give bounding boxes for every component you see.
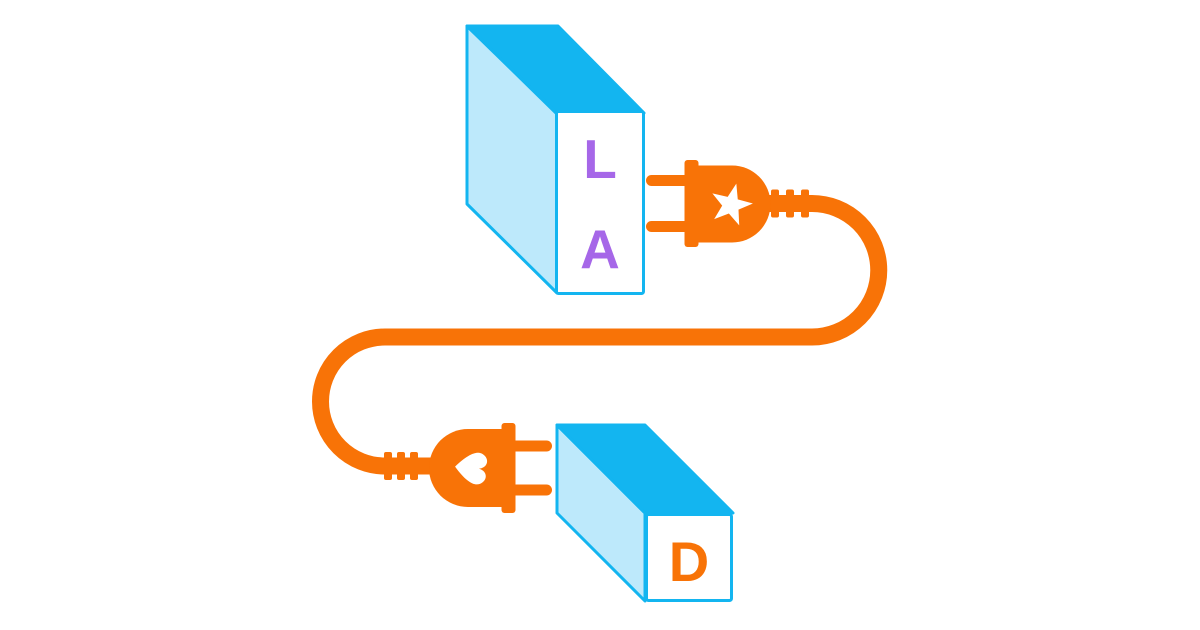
heart-icon — [455, 452, 488, 485]
plug-prong — [508, 440, 552, 452]
cable-rib — [384, 452, 392, 480]
cable-rib — [786, 189, 794, 218]
box-la: L A — [465, 24, 646, 295]
letter-d: D — [669, 530, 709, 593]
cable-rib — [397, 452, 405, 480]
plug-flange — [501, 423, 516, 513]
star-icon — [712, 183, 753, 226]
box-d-top-face — [555, 423, 735, 515]
plug-heart — [384, 423, 552, 513]
plug-prong — [646, 221, 690, 232]
box-d: D — [555, 423, 735, 603]
cable-rib — [801, 189, 809, 218]
plug-star — [646, 160, 809, 247]
plug-prong — [646, 175, 690, 186]
plug-flange — [684, 160, 699, 247]
cable-rib — [410, 452, 418, 480]
cable-rib — [771, 189, 779, 218]
power-cable — [312, 195, 888, 475]
letter-l: L — [583, 128, 617, 190]
plug-prong — [508, 484, 552, 496]
box-d-front-face — [645, 513, 733, 602]
letter-a: A — [580, 218, 620, 280]
box-la-front-face — [555, 110, 645, 295]
